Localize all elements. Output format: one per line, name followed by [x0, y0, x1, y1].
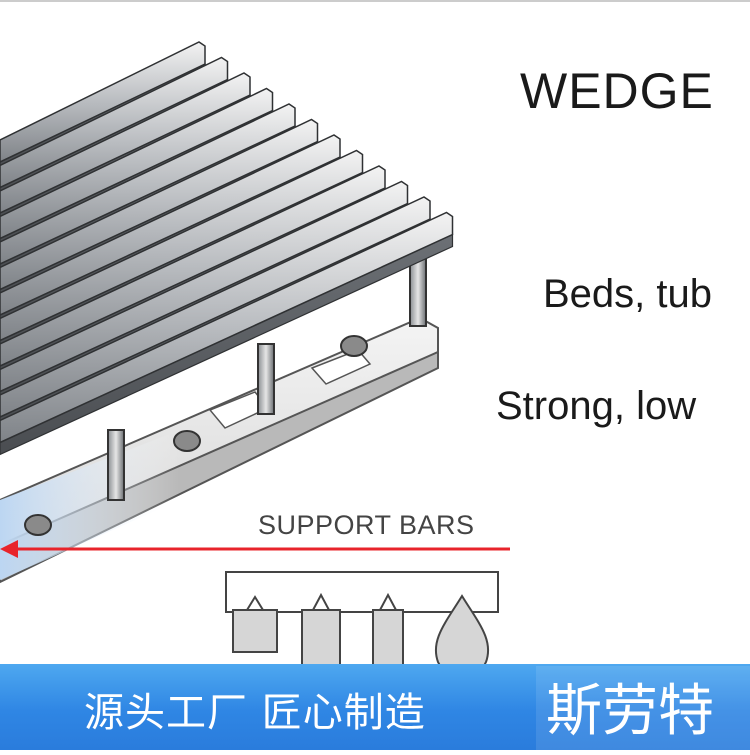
wedge-wire — [0, 118, 319, 291]
bolt-hole — [340, 335, 368, 357]
wedge-wire — [0, 134, 341, 316]
support-bars-arrow — [0, 540, 510, 558]
wedge-wires — [0, 41, 454, 456]
wedge-wire — [0, 72, 251, 214]
wedge-wire — [0, 87, 274, 240]
description-line-2: Strong, low — [496, 384, 697, 428]
bolt-hole — [173, 430, 201, 452]
wedge-wire — [0, 149, 364, 342]
wire-profile-schematic — [225, 571, 499, 677]
diagram-title: WEDGE — [520, 63, 714, 119]
promo-banner — [0, 664, 750, 750]
wedge-wire — [0, 165, 386, 367]
banner-slogan: 源头工厂 匠心制造 — [84, 690, 426, 736]
support-posts — [107, 257, 427, 501]
description-line-1: Beds, tub — [543, 272, 713, 316]
bolt-hole — [24, 514, 52, 536]
wedge-wire — [0, 211, 454, 444]
wedge-wire — [0, 196, 431, 418]
brand-box — [536, 666, 750, 750]
wedge-wire — [0, 41, 206, 163]
wedge-wire — [0, 103, 296, 265]
banner-brand: 斯劳特 — [546, 679, 714, 744]
wedge-wire — [0, 180, 409, 393]
wedge-wire — [0, 56, 229, 189]
support-bars-label: SUPPORT BARS — [258, 510, 475, 540]
